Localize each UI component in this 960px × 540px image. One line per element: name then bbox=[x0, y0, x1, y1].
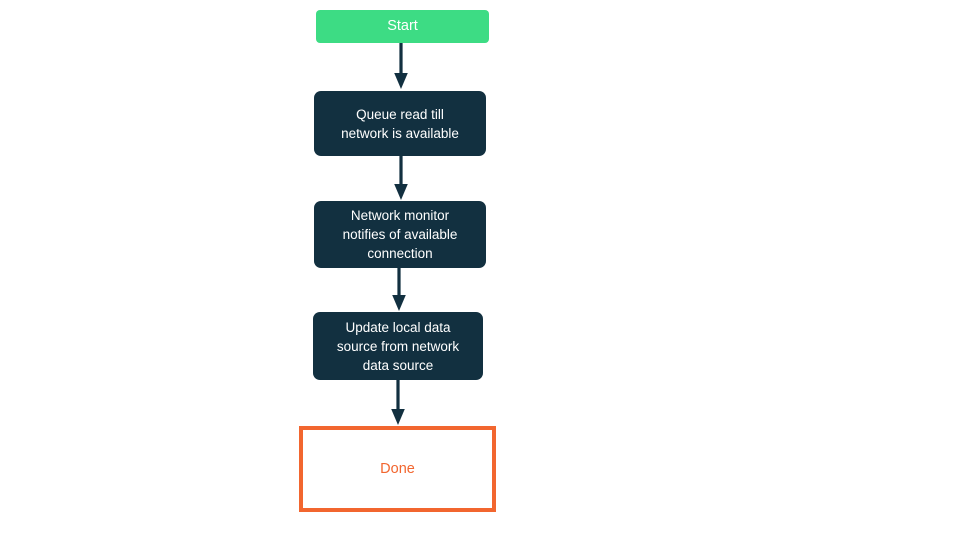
node-queue-read-label: Queue read till network is available bbox=[341, 106, 459, 141]
connector-start-to-queue-read bbox=[392, 43, 410, 91]
node-done-label: Done bbox=[380, 460, 415, 477]
node-update-local-label: Update local data source from network da… bbox=[336, 319, 460, 373]
node-queue-read[interactable]: Queue read till network is available bbox=[314, 91, 486, 156]
node-start-label: Start bbox=[387, 18, 418, 34]
node-update-local[interactable]: Update local data source from network da… bbox=[313, 312, 483, 380]
node-done[interactable]: Done bbox=[299, 426, 496, 512]
connector-update-local-to-done bbox=[389, 380, 407, 427]
node-start[interactable]: Start bbox=[316, 10, 489, 43]
node-network-monitor[interactable]: Network monitor notifies of available co… bbox=[314, 201, 486, 268]
connector-network-monitor-to-update-local bbox=[390, 268, 408, 313]
node-network-monitor-label: Network monitor notifies of available co… bbox=[342, 208, 458, 261]
connector-queue-read-to-network-monitor bbox=[392, 156, 410, 202]
